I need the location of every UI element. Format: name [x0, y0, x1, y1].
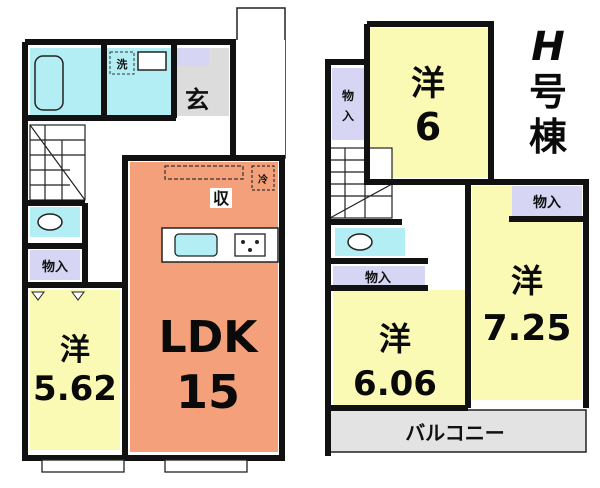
title-h: H [531, 24, 564, 70]
ldk-size: 15 [176, 365, 240, 419]
closet-b-label: 物入 [365, 270, 391, 286]
closet-a-label-2: 入 [342, 109, 354, 123]
room-c-size: 7.25 [483, 308, 572, 349]
walls-2f [325, 21, 589, 456]
toilet-icon-2f [347, 233, 373, 251]
ldk-label: LDK [159, 312, 260, 363]
western-room-b [333, 290, 465, 408]
sink-icon [137, 51, 167, 71]
closet-1f-label: 物入 [42, 259, 68, 275]
svg-text:物入: 物入 [533, 194, 561, 211]
building-title: H 号 棟 [529, 24, 568, 159]
stove-icon [234, 233, 266, 257]
closet-a-label-1: 物 [342, 88, 354, 103]
toilet-icon [37, 213, 63, 231]
closet-b [333, 266, 425, 286]
fridge-label: 冷 [258, 173, 268, 186]
washing-machine-space [109, 51, 135, 75]
room-a-size: 6 [415, 105, 441, 149]
fridge-space [251, 165, 275, 191]
balcony-label: バルコニー [405, 421, 505, 445]
window-sill [164, 459, 248, 473]
kitchen-sink-icon [174, 233, 218, 257]
room-b-size: 6.06 [353, 364, 437, 404]
western-room-1f-size: 5.62 [33, 369, 117, 409]
western-room-1f [30, 290, 120, 450]
room-b-label: 洋 [379, 320, 411, 358]
floor-2: 洋 6 物 入 物入 洋 6.06 物入 物入 洋 7.25 バルコニー [325, 21, 589, 456]
bathtub-icon [34, 55, 64, 111]
balcony [327, 409, 587, 453]
storage-label: 収 [213, 189, 230, 208]
closet-1f [30, 250, 80, 280]
storage-label-bg [210, 188, 232, 208]
closet-a [332, 68, 364, 140]
western-room-1f-label: 洋 [60, 333, 90, 368]
entrance-label: 玄 [185, 86, 209, 114]
walls-1f [22, 39, 285, 461]
washroom-label: 洗 [117, 57, 128, 71]
storage-space [164, 165, 244, 180]
shoe-storage [177, 48, 209, 66]
room-c-label: 洋 [511, 262, 543, 300]
floor-1: 洗 玄 物入 洋 5.62 冷 収 LDK 15 [22, 7, 286, 473]
room-a-label: 洋 [411, 64, 445, 104]
window-sill [41, 459, 125, 473]
title-gou: 号 [529, 70, 567, 114]
title-tou: 棟 [529, 115, 568, 159]
ldk-room [130, 162, 278, 452]
stairs-1f [29, 124, 86, 201]
